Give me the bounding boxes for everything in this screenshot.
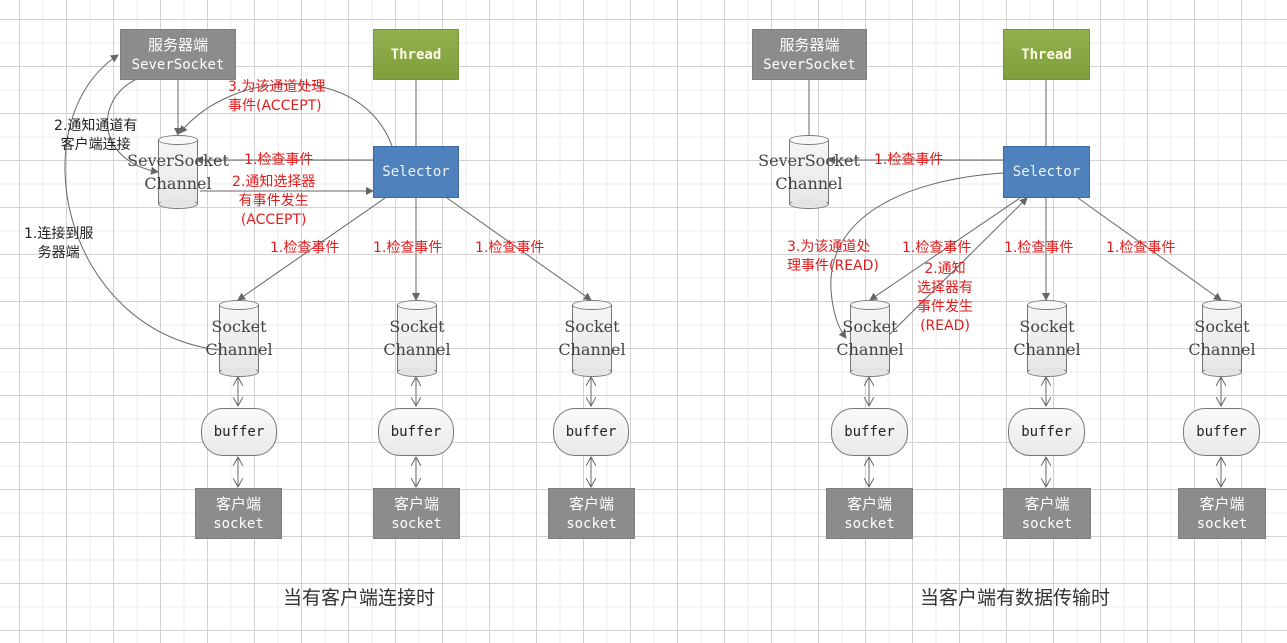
buffer-node: buffer xyxy=(831,408,908,456)
selector-label: Selector xyxy=(382,164,450,180)
edge-selector-socket-3-r xyxy=(1077,197,1222,301)
label-check-event: 1.检查事件 xyxy=(1004,240,1074,256)
diagram-caption: 当客户端有数据传输时 xyxy=(920,587,1111,609)
label-check-event: 1.检查事件 xyxy=(373,240,443,256)
edge-selector-socket-1 xyxy=(237,197,386,301)
label-check-event: 1.检查事件 xyxy=(1106,240,1176,256)
label-handle-accept: 3.为该通道处理 事件(ACCEPT) xyxy=(228,79,326,114)
thread-box: Thread xyxy=(373,29,459,80)
server-socket-box: 服务器端 SeverSocket xyxy=(752,29,867,80)
label-connect-server: 1.连接到服 务器端 xyxy=(24,226,94,261)
socket-channel-label: Socket Channel xyxy=(836,317,904,359)
socket-channel-cylinder xyxy=(219,300,259,377)
edge-notify-channel xyxy=(106,79,159,175)
socket-channel-cylinder xyxy=(397,300,437,377)
label-check-event: 1.检查事件 xyxy=(475,240,545,256)
buffer-node: buffer xyxy=(378,408,454,456)
label-check-event: 1.检查事件 xyxy=(270,240,340,256)
socket-channel-label: Socket Channel xyxy=(383,317,451,359)
selector-box: Selector xyxy=(373,146,459,198)
server-label-cn: 服务器端 xyxy=(147,35,208,54)
diagram-caption: 当有客户端连接时 xyxy=(283,587,436,609)
edge-handle-read xyxy=(830,172,1004,339)
edge-selector-socket-3 xyxy=(446,197,592,301)
edge-connect-server xyxy=(64,54,220,351)
server-channel-label: SeverSocket Channel xyxy=(127,151,229,193)
selector-box: Selector xyxy=(1003,146,1090,198)
socket-channel-label: Socket Channel xyxy=(1013,317,1081,359)
label-notify-selector: 2.通知选择器 有事件发生 (ACCEPT) xyxy=(232,174,316,228)
label-check-event: 1.检查事件 xyxy=(902,240,972,256)
label-handle-read: 3.为该通道处 理事件(READ) xyxy=(787,239,879,274)
buffer-node: buffer xyxy=(201,408,277,456)
thread-label: Thread xyxy=(390,46,442,63)
label-check-event-server: 1.检查事件 xyxy=(874,152,944,168)
buffer-node: buffer xyxy=(553,408,629,456)
socket-channel-cylinder xyxy=(1202,300,1242,377)
server-label-en: SeverSocket xyxy=(131,56,225,73)
socket-channel-cylinder xyxy=(572,300,612,377)
socket-channel-label: Socket Channel xyxy=(205,317,273,359)
edge-socket-notify-selector-r xyxy=(888,197,1028,336)
socket-channel-label: Socket Channel xyxy=(1188,317,1256,359)
socket-channel-cylinder xyxy=(850,300,890,377)
label-notify-selector: 2.通知 选择器有 事件发生 (READ) xyxy=(917,261,973,334)
label-check-event-server: 1.检查事件 xyxy=(244,152,314,168)
buffer-node: buffer xyxy=(1183,408,1260,456)
server-socket-box: 服务器端 SeverSocket xyxy=(120,29,236,80)
edge-selector-socket-1-r xyxy=(869,197,1021,301)
thread-box: Thread xyxy=(1003,29,1090,80)
label-notify-channel: 2.通知通道有 客户端连接 xyxy=(54,118,138,153)
buffer-node: buffer xyxy=(1008,408,1085,456)
server-channel-cylinder xyxy=(158,135,198,209)
socket-channel-cylinder xyxy=(1027,300,1067,377)
edge-handle-accept xyxy=(179,83,393,147)
server-channel-label: SeverSocket Channel xyxy=(758,151,860,193)
server-channel-cylinder xyxy=(789,135,829,209)
socket-channel-label: Socket Channel xyxy=(558,317,626,359)
